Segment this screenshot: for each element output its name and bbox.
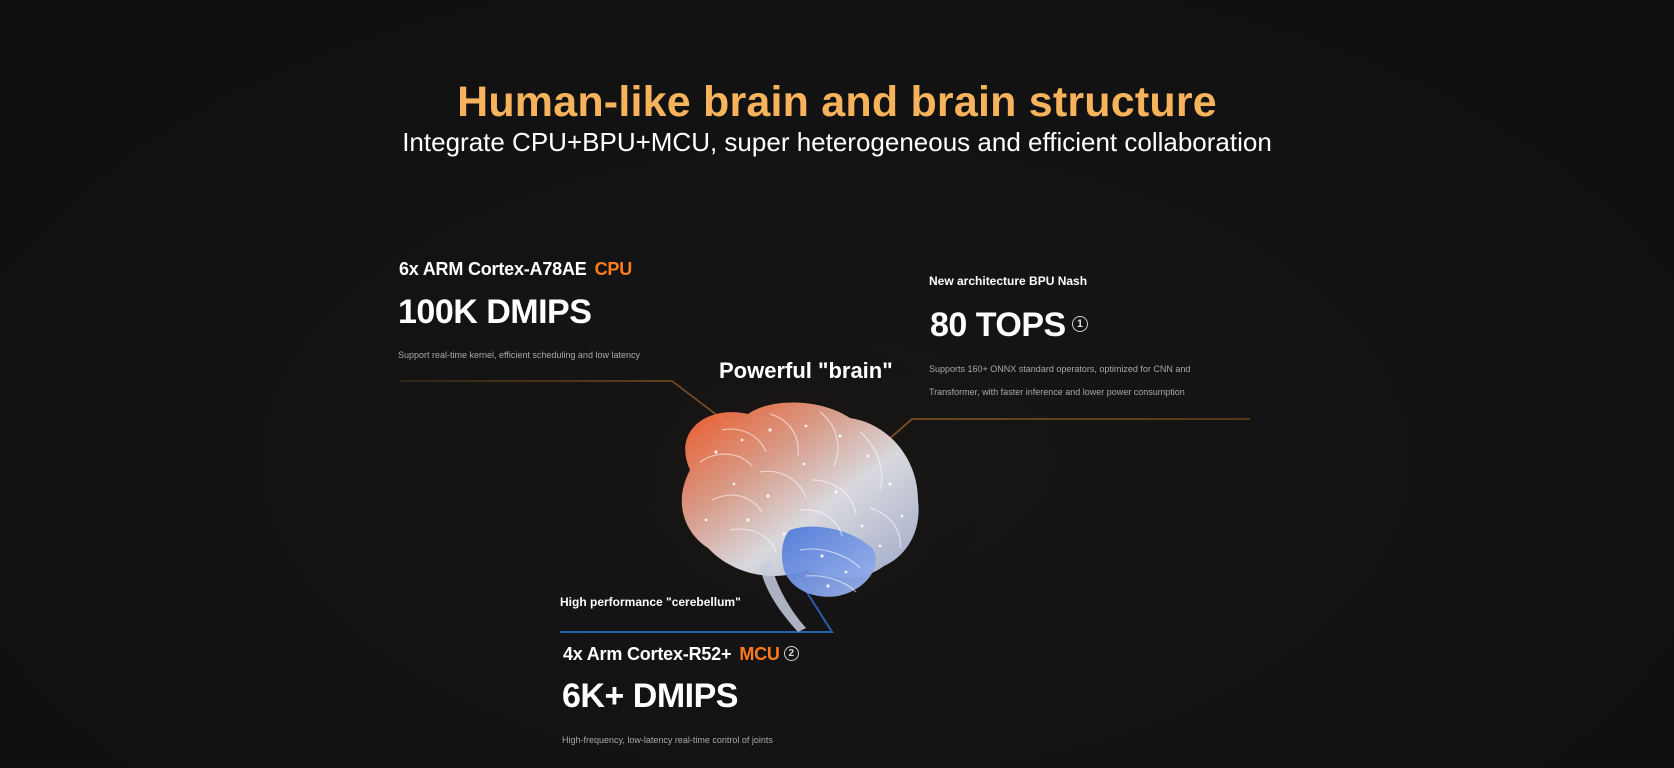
cerebellum-label: High performance "cerebellum" <box>560 595 741 609</box>
bpu-metric-row: 80 TOPS 1 <box>930 306 1088 345</box>
mcu-connector-line <box>560 574 834 633</box>
bpu-metric: 80 TOPS <box>930 306 1066 344</box>
bpu-description-line-1: Supports 160+ ONNX standard operators, o… <box>929 364 1191 374</box>
mcu-description: High-frequency, low-latency real-time co… <box>562 735 773 745</box>
page-subtitle: Integrate CPU+BPU+MCU, super heterogeneo… <box>402 127 1272 157</box>
bpu-spec-name: New architecture BPU Nash <box>929 274 1088 288</box>
bpu-description-line-2: Transformer, with faster inference and l… <box>929 387 1185 397</box>
cpu-connector-line <box>400 380 731 426</box>
bpu-connector-line <box>887 418 1250 441</box>
mcu-name: 4x Arm Cortex-R52+ <box>563 644 732 664</box>
bpu-footnote-marker: 1 <box>1071 316 1088 333</box>
cpu-tag: CPU <box>594 259 633 279</box>
mcu-metric: 6K+ DMIPS <box>562 677 738 715</box>
brain-label: Powerful "brain" <box>719 358 893 383</box>
page-title: Human-like brain and brain structure <box>457 78 1217 126</box>
cpu-metric: 100K DMIPS <box>398 293 592 331</box>
mcu-tag: MCU <box>739 644 780 664</box>
cpu-spec-name: 6x ARM Cortex-A78AE CPU <box>399 259 632 280</box>
mcu-footnote-marker: 2 <box>783 645 799 661</box>
cpu-description: Support real-time kernel, efficient sche… <box>398 350 640 360</box>
brain-icon <box>681 402 919 632</box>
cpu-name: 6x ARM Cortex-A78AE <box>399 259 587 279</box>
